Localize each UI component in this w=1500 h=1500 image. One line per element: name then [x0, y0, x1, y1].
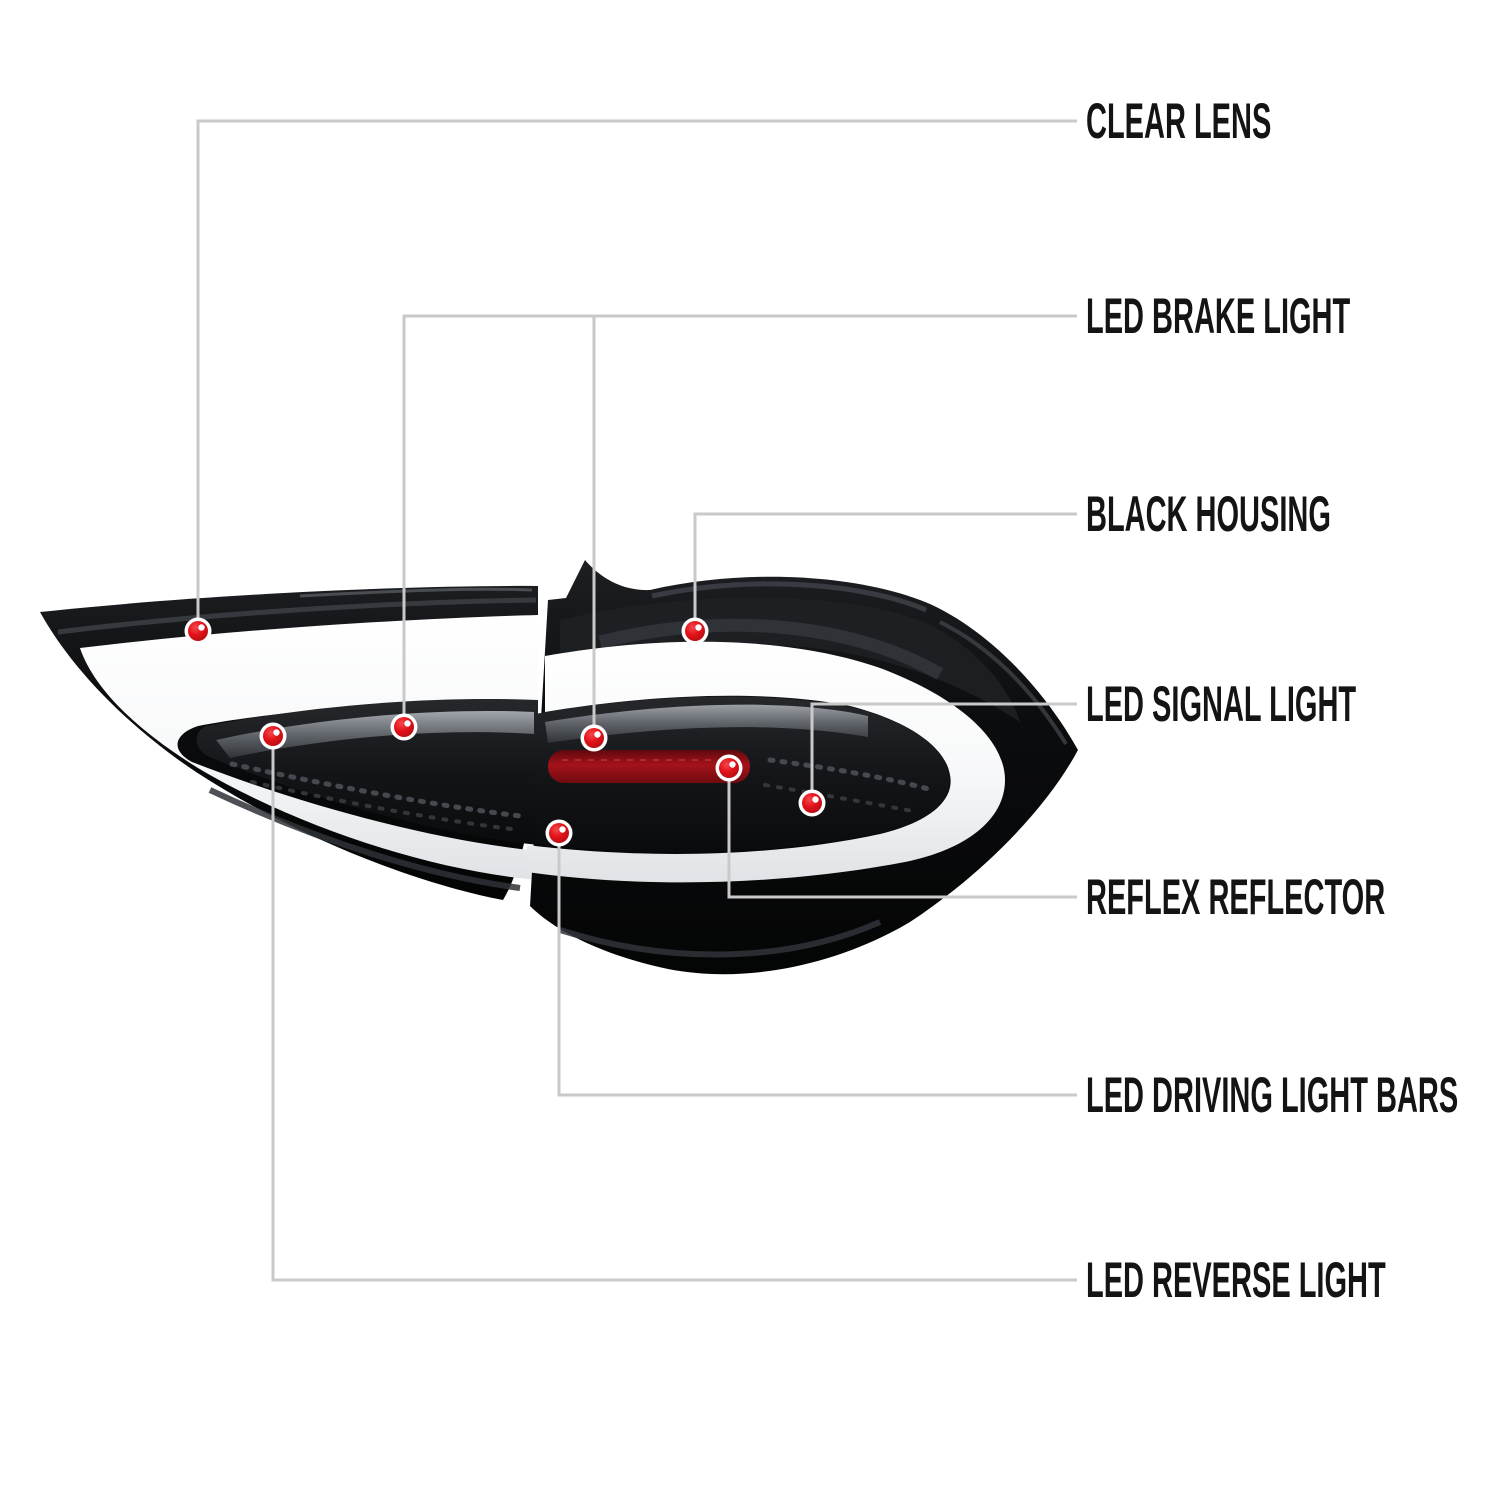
right-led-dots-row2: [763, 783, 920, 814]
connector-led-driving-light-bars: [557, 833, 1077, 1097]
callout-label-led-signal-light: LED SIGNAL LIGHT: [1086, 676, 1357, 732]
reflex-reflector-strip: [548, 750, 750, 783]
left-housing-bottom-gloss: [208, 787, 521, 891]
callout-label-reflex-reflector: REFLEX REFLECTOR: [1086, 869, 1386, 925]
right-eyebrow-gloss: [598, 618, 944, 680]
left-led-dots-row1: [229, 761, 523, 819]
callout-dot-clear-lens: [184, 617, 212, 645]
callout-dot-led-signal-light: [798, 789, 826, 817]
callout-dot-led-driving-light-bars: [545, 819, 573, 847]
right-light-bar: [527, 641, 1005, 883]
connector-led-signal-light: [810, 702, 1077, 803]
callout-label-led-driving-light-bars: LED DRIVING LIGHT BARS: [1086, 1067, 1459, 1123]
connector-led-brake-light: [402, 314, 1077, 727]
right-tip-highlight: [939, 620, 1068, 746]
callout-dot-reflex-reflector: [715, 754, 743, 782]
callout-label-led-reverse-light: LED REVERSE LIGHT: [1086, 1252, 1386, 1308]
callout-dot-black-housing: [681, 617, 709, 645]
left-housing-highlight-2: [299, 587, 533, 598]
right-tail-light: [527, 560, 1078, 975]
left-led-strip: [216, 710, 534, 758]
connector-clear-lens: [196, 119, 1077, 631]
connector-black-housing: [693, 512, 1077, 631]
right-led-strip: [545, 704, 868, 743]
left-led-dots-row2: [250, 780, 522, 832]
left-housing-highlight: [57, 597, 537, 635]
right-rim-highlight: [651, 581, 927, 613]
callout-dot-led-brake-light-1: [390, 713, 418, 741]
connector-reflex-reflector: [727, 768, 1077, 899]
left-light-bar: [80, 615, 538, 880]
connector-led-reverse-light: [271, 736, 1077, 1282]
callout-dot-led-reverse-light: [259, 722, 287, 750]
callout-label-led-brake-light: LED BRAKE LIGHT: [1086, 288, 1351, 344]
callout-dot-led-brake-light-2: [580, 724, 608, 752]
callout-label-black-housing: BLACK HOUSING: [1086, 486, 1331, 542]
right-led-dots-row1: [767, 757, 935, 793]
callout-label-clear-lens: CLEAR LENS: [1086, 93, 1272, 149]
right-bottom-gloss: [559, 919, 882, 958]
